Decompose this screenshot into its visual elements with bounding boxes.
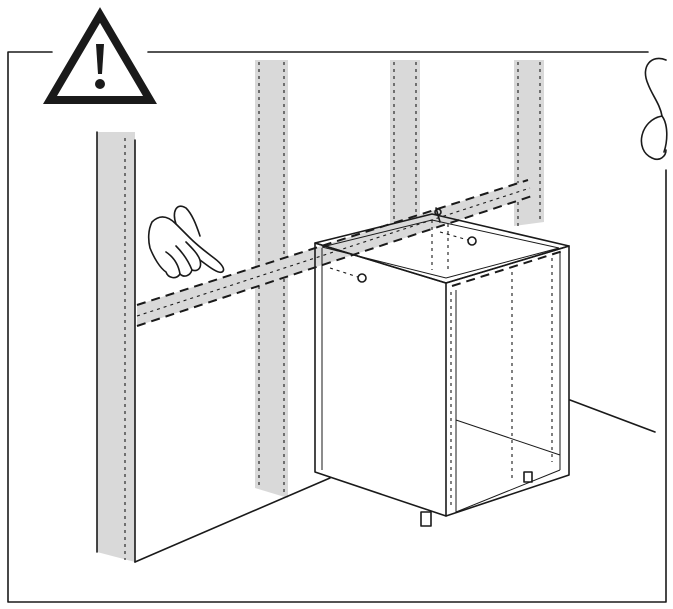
wall-studs	[96, 60, 544, 563]
pointing-hand-icon	[147, 205, 225, 279]
screw-back	[467, 236, 477, 246]
warning-triangle-icon	[43, 7, 157, 104]
person-icon	[640, 57, 668, 161]
screw-front	[357, 273, 367, 283]
base-cabinet	[314, 213, 570, 527]
frame-border	[7, 51, 667, 603]
floor-lines	[134, 399, 656, 563]
wall-rail	[136, 179, 533, 327]
screws	[329, 207, 477, 283]
